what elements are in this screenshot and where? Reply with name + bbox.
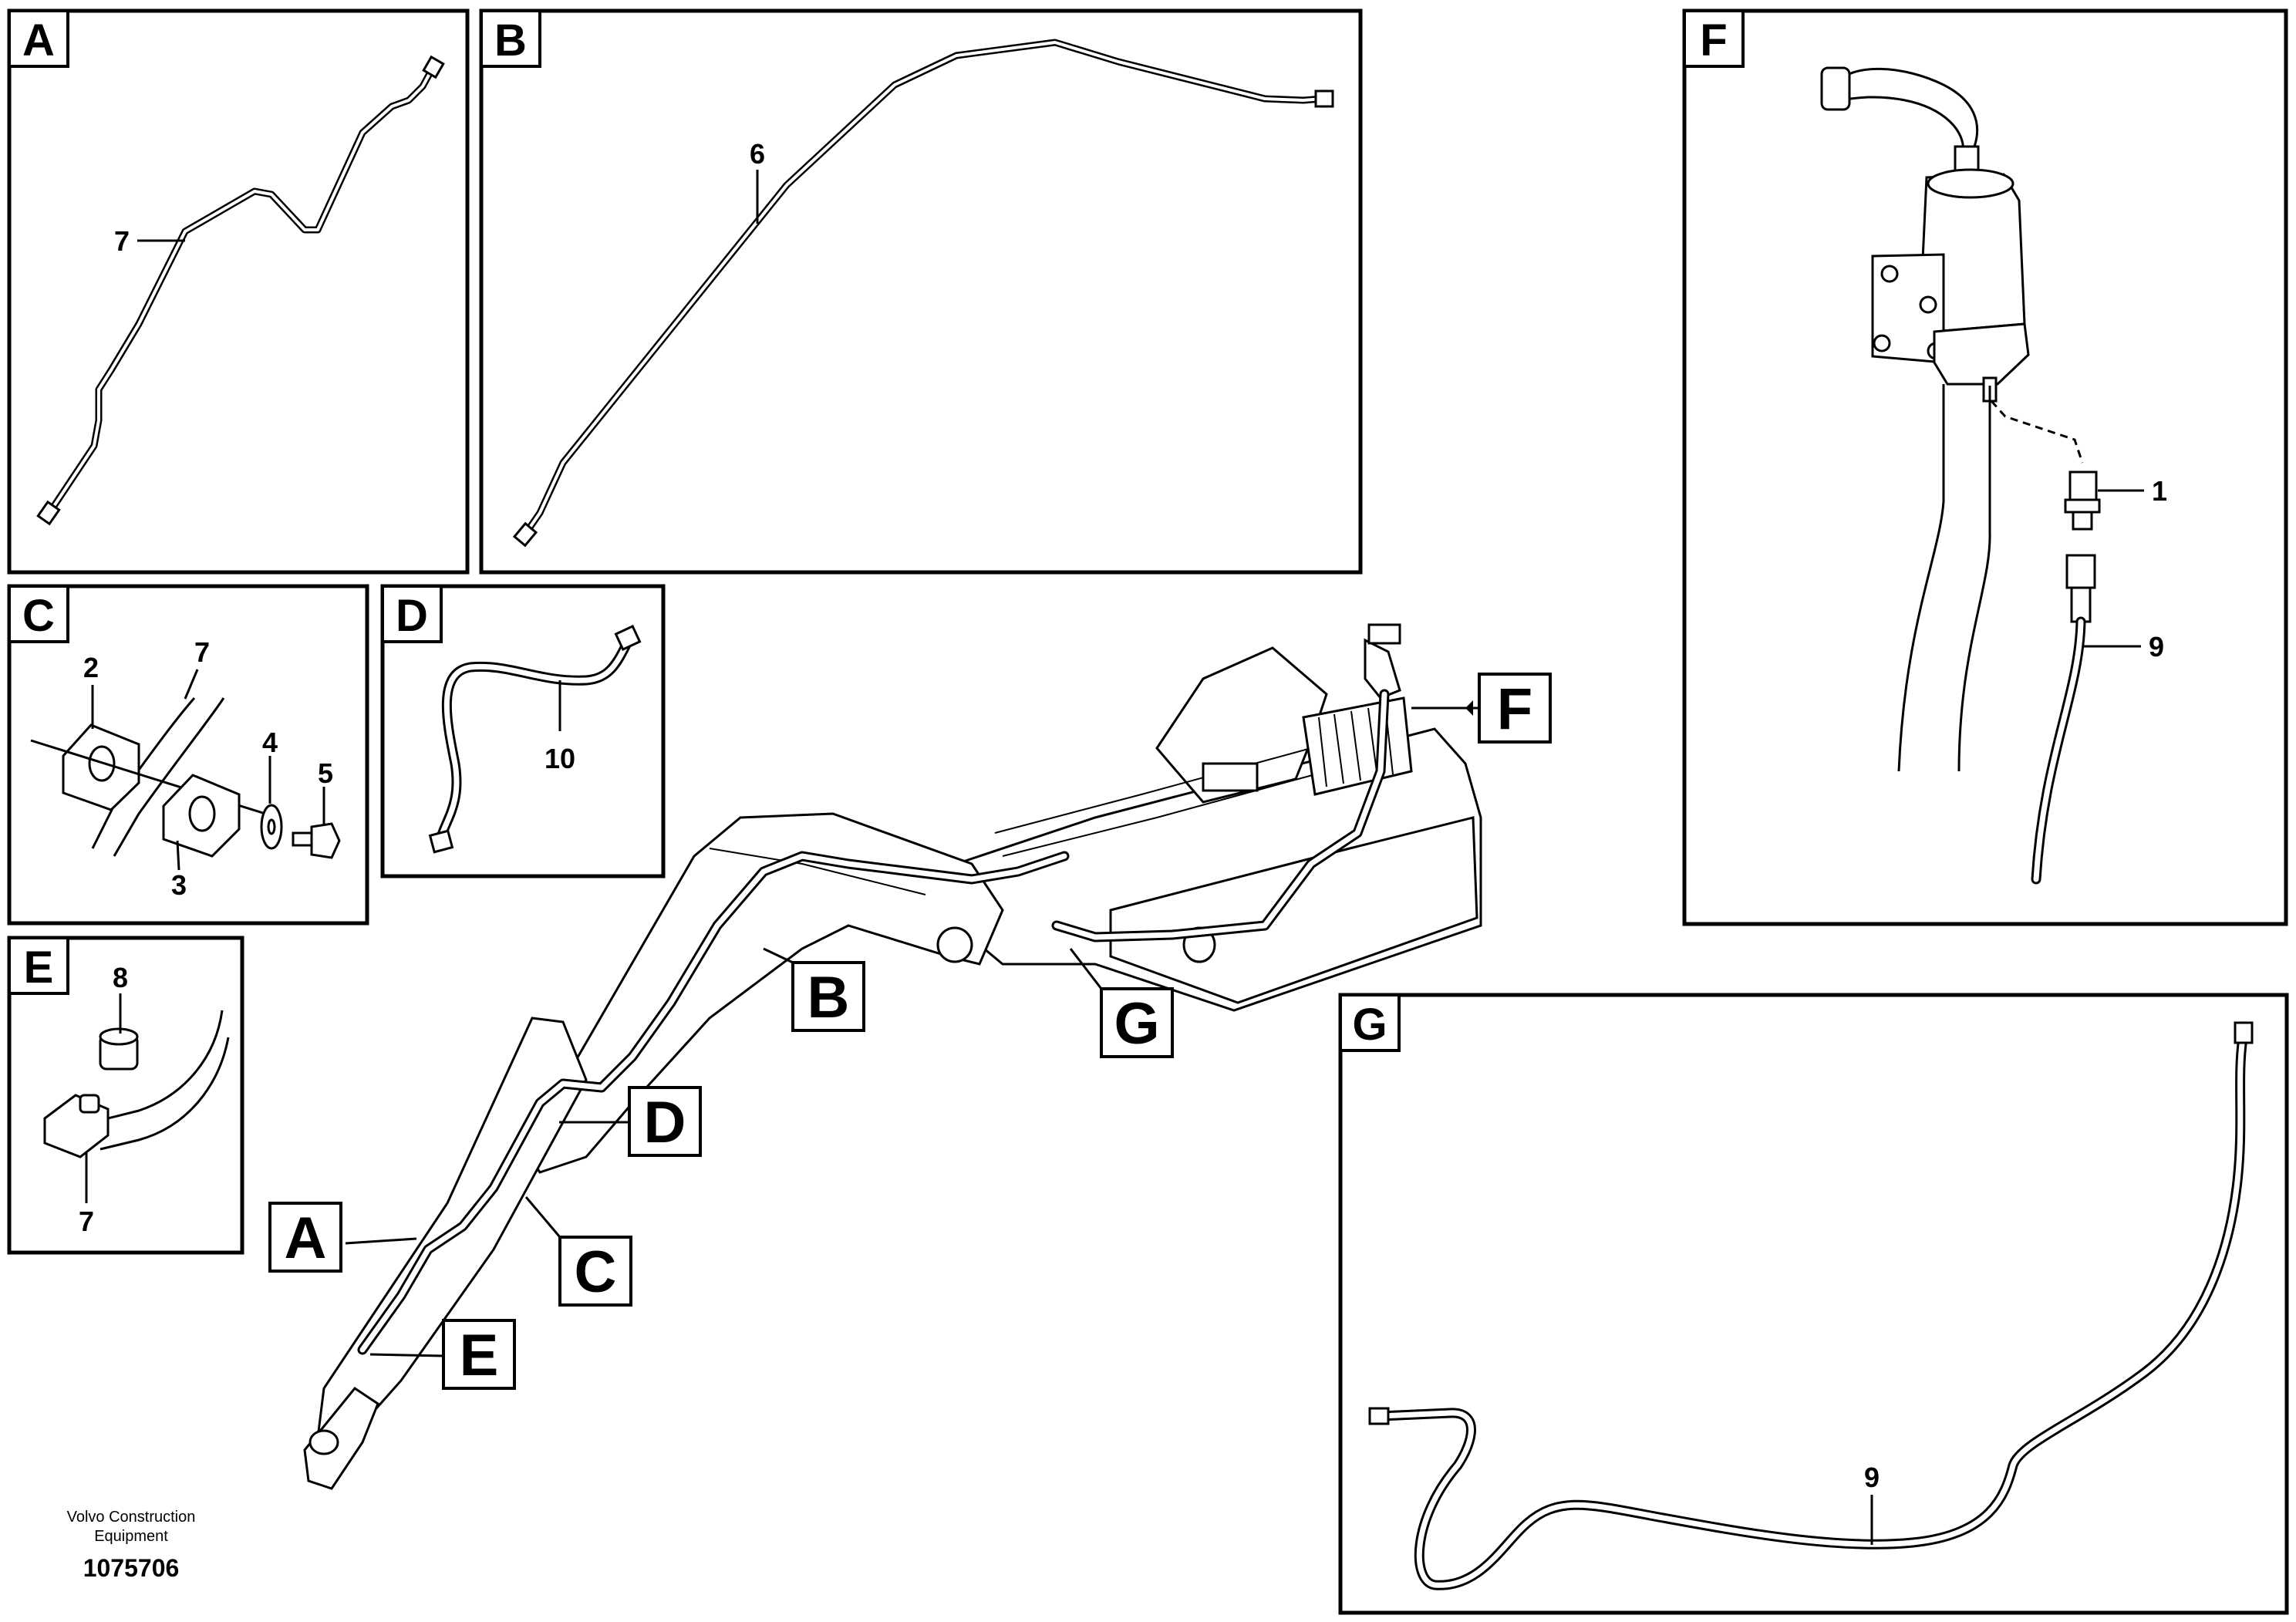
- part-number-label: 9: [1864, 1462, 1880, 1493]
- callout-d-label: D: [644, 1090, 686, 1155]
- fitting-end: [422, 55, 445, 79]
- hose-9: [1368, 1021, 2254, 1590]
- panel-b-tag: [480, 9, 541, 68]
- fitting-end: [1368, 1407, 1390, 1425]
- panel-e-letter: E: [24, 943, 54, 993]
- callout-f-label: F: [1497, 676, 1532, 742]
- leader-line: [184, 669, 199, 700]
- callout-e-label: E: [460, 1323, 499, 1388]
- pipe-outline: [99, 1037, 230, 1151]
- part-number-label: 1: [2152, 475, 2167, 507]
- hose-10: [428, 624, 642, 854]
- brand-line-2: Equipment: [94, 1528, 168, 1545]
- panel-e-tag: [8, 936, 69, 995]
- clamp-block-7: [43, 1094, 110, 1158]
- callout-a-label: A: [285, 1206, 327, 1271]
- panel-d-letter: D: [396, 591, 428, 641]
- callout-e[interactable]: E: [442, 1319, 516, 1390]
- pressure-sensor-assembly: [1820, 66, 2030, 403]
- bolt-part-5: [292, 822, 341, 859]
- part-number-label: 8: [113, 962, 128, 993]
- pipe-outline: [113, 697, 225, 857]
- callout-g-label: G: [1114, 991, 1159, 1057]
- callout-d[interactable]: D: [628, 1086, 702, 1157]
- panel-d-tag: [381, 585, 443, 643]
- callout-leaders: [345, 700, 1479, 1357]
- panel-d-frame: [380, 584, 666, 878]
- stick-arm: [303, 1017, 588, 1490]
- part-number-label: 9: [2149, 631, 2164, 663]
- panel-b-frame: [479, 8, 1363, 575]
- panel-e-frame: [7, 936, 244, 1255]
- bracket-arm: [1957, 386, 1991, 772]
- callout-g[interactable]: G: [1100, 987, 1174, 1058]
- part-number-label: 4: [262, 727, 278, 758]
- fitting-end: [512, 521, 538, 548]
- clamp-part-3: [162, 774, 241, 858]
- fitting-end: [614, 624, 642, 652]
- panel-c-letter: C: [22, 591, 55, 641]
- panel-g-tag: [1339, 993, 1401, 1052]
- brand-line-1: Volvo Construction: [66, 1509, 196, 1526]
- washer-part-4: [260, 804, 283, 850]
- panel-a-tag: [8, 9, 69, 68]
- callout-b-label: B: [807, 965, 850, 1030]
- footer: Volvo Construction Equipment 1075706: [23, 1508, 239, 1583]
- part-number-label: 7: [194, 636, 210, 668]
- panel-f-frame: [1682, 8, 2288, 926]
- part-number-label: 5: [318, 757, 333, 789]
- panel-g: G 9: [1338, 993, 2289, 1615]
- panel-c-tag: [8, 585, 69, 643]
- panel-a-letter: A: [22, 15, 55, 66]
- clamp-part-2: [62, 723, 140, 811]
- panel-g-frame: [1338, 993, 2289, 1615]
- part-number-label: 10: [544, 743, 575, 774]
- connection-dashed-line: [1990, 400, 2084, 464]
- callout-f[interactable]: F: [1478, 673, 1552, 744]
- panel-c-frame: [7, 584, 369, 926]
- fitting-part-1: [2064, 470, 2101, 531]
- callout-c[interactable]: C: [558, 1236, 632, 1307]
- leader-line: [176, 840, 180, 871]
- excavator-illustration: [303, 623, 1482, 1490]
- cap-part-8: [99, 1027, 139, 1071]
- fitting-end: [2234, 1021, 2254, 1044]
- panel-d: D 10: [380, 584, 666, 878]
- panel-a: A 7: [7, 8, 470, 575]
- panel-a-frame: [7, 8, 470, 575]
- callout-b[interactable]: B: [791, 961, 865, 1032]
- panel-f-tag: [1683, 9, 1745, 68]
- pipe-outline: [92, 1010, 224, 1124]
- part-number-label: 7: [114, 225, 130, 257]
- boom: [523, 812, 1004, 1174]
- panel-g-letter: G: [1352, 1000, 1387, 1050]
- panel-b: B 6: [479, 8, 1363, 575]
- part-number-label: 7: [79, 1206, 94, 1237]
- part-number-label: 2: [83, 652, 99, 683]
- panel-b-letter: B: [494, 15, 527, 66]
- pipe-6: [512, 39, 1334, 548]
- part-number-label: 3: [171, 869, 187, 901]
- callout-c-label: C: [575, 1239, 617, 1305]
- panel-f-letter: F: [1700, 15, 1727, 66]
- panel-c: C 2 7 4 5 3: [7, 584, 369, 926]
- fitting-end: [36, 500, 61, 526]
- bracket-arm: [1897, 384, 1945, 772]
- fitting-end: [428, 829, 454, 854]
- part-number-label: 6: [750, 138, 765, 170]
- pipe-7: [36, 55, 445, 526]
- fitting-end: [1314, 89, 1334, 108]
- hose-part-9: [2031, 554, 2096, 885]
- panel-e: E 8 7: [7, 936, 244, 1255]
- drawing-number: 1075706: [83, 1554, 180, 1582]
- panel-f: F 1: [1682, 8, 2288, 926]
- callout-a[interactable]: A: [268, 1202, 342, 1273]
